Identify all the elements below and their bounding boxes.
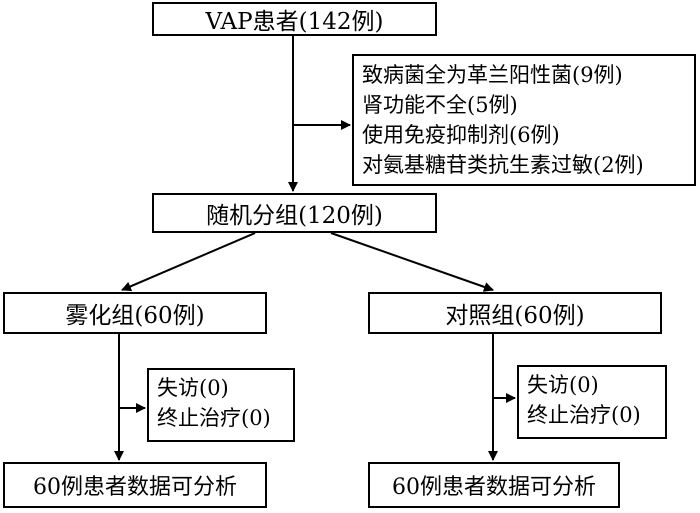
exclusion-item: 对氨基糖苷类抗生素过敏(2例) [362, 153, 644, 177]
node-final-right-label: 60例患者数据可分析 [392, 475, 596, 500]
node-randomization-label: 随机分组(120例) [206, 203, 383, 229]
node-final-left: 60例患者数据可分析 [3, 462, 267, 508]
node-group-control: 对照组(60例) [368, 292, 662, 334]
node-vap-patients: VAP患者(142例) [152, 2, 437, 36]
exclusion-item: 肾功能不全(5例) [362, 93, 518, 117]
node-group-nebulization: 雾化组(60例) [3, 292, 267, 334]
node-randomization: 随机分组(120例) [152, 193, 437, 233]
exclusion-item: 使用免疫抑制剂(6例) [362, 123, 560, 147]
node-final-left-label: 60例患者数据可分析 [33, 475, 237, 500]
node-final-right: 60例患者数据可分析 [368, 462, 620, 508]
node-exclusion-criteria: 致病菌全为革兰阳性菌(9例) 肾功能不全(5例) 使用免疫抑制剂(6例) 对氨基… [352, 54, 696, 186]
exclusion-item: 致病菌全为革兰阳性菌(9例) [362, 63, 623, 87]
node-vap-patients-label: VAP患者(142例) [205, 9, 384, 35]
loss-item: 终止治疗(0) [527, 403, 641, 427]
loss-item: 终止治疗(0) [157, 406, 271, 430]
arrow-random-to-right [330, 232, 494, 292]
node-loss-right: 失访(0) 终止治疗(0) [517, 365, 667, 439]
loss-item: 失访(0) [527, 373, 599, 397]
arrow-random-to-left [121, 232, 256, 292]
node-group-nebulization-label: 雾化组(60例) [65, 303, 205, 329]
node-group-control-label: 对照组(60例) [445, 303, 585, 329]
node-loss-left: 失访(0) 终止治疗(0) [147, 368, 295, 442]
loss-item: 失访(0) [157, 376, 229, 400]
